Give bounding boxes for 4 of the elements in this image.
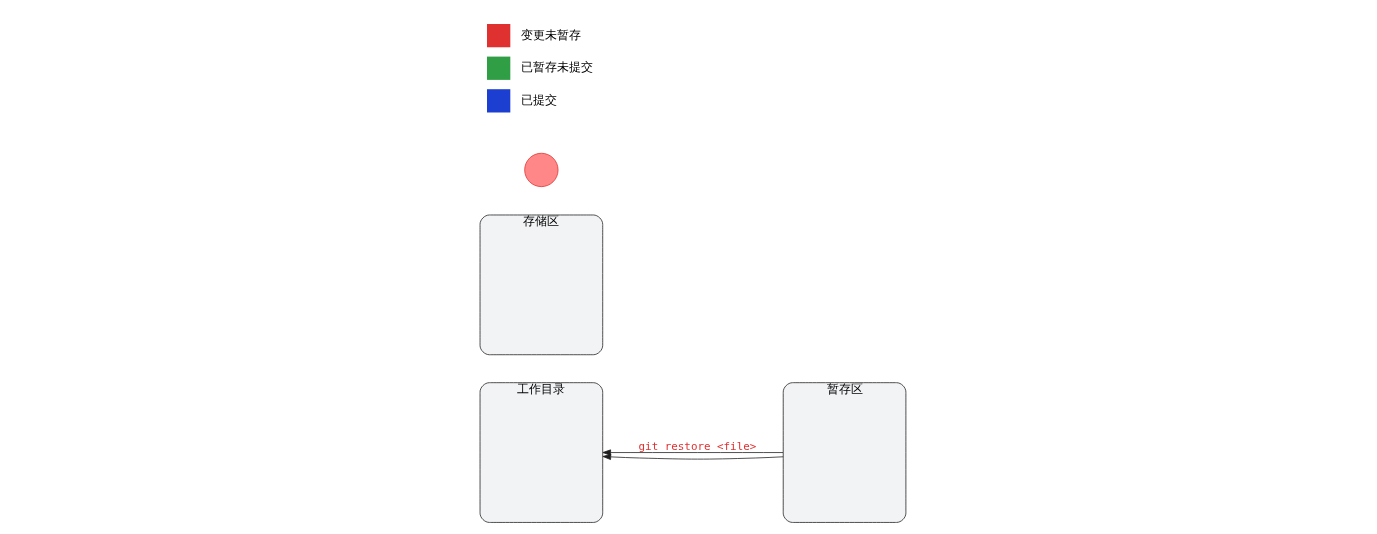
edge-label: git restore <file> <box>638 439 757 453</box>
legend-label: 已提交 <box>521 91 558 107</box>
legend-label: 已暂存未提交 <box>521 59 594 75</box>
legend-label: 变更未暂存 <box>521 26 582 42</box>
